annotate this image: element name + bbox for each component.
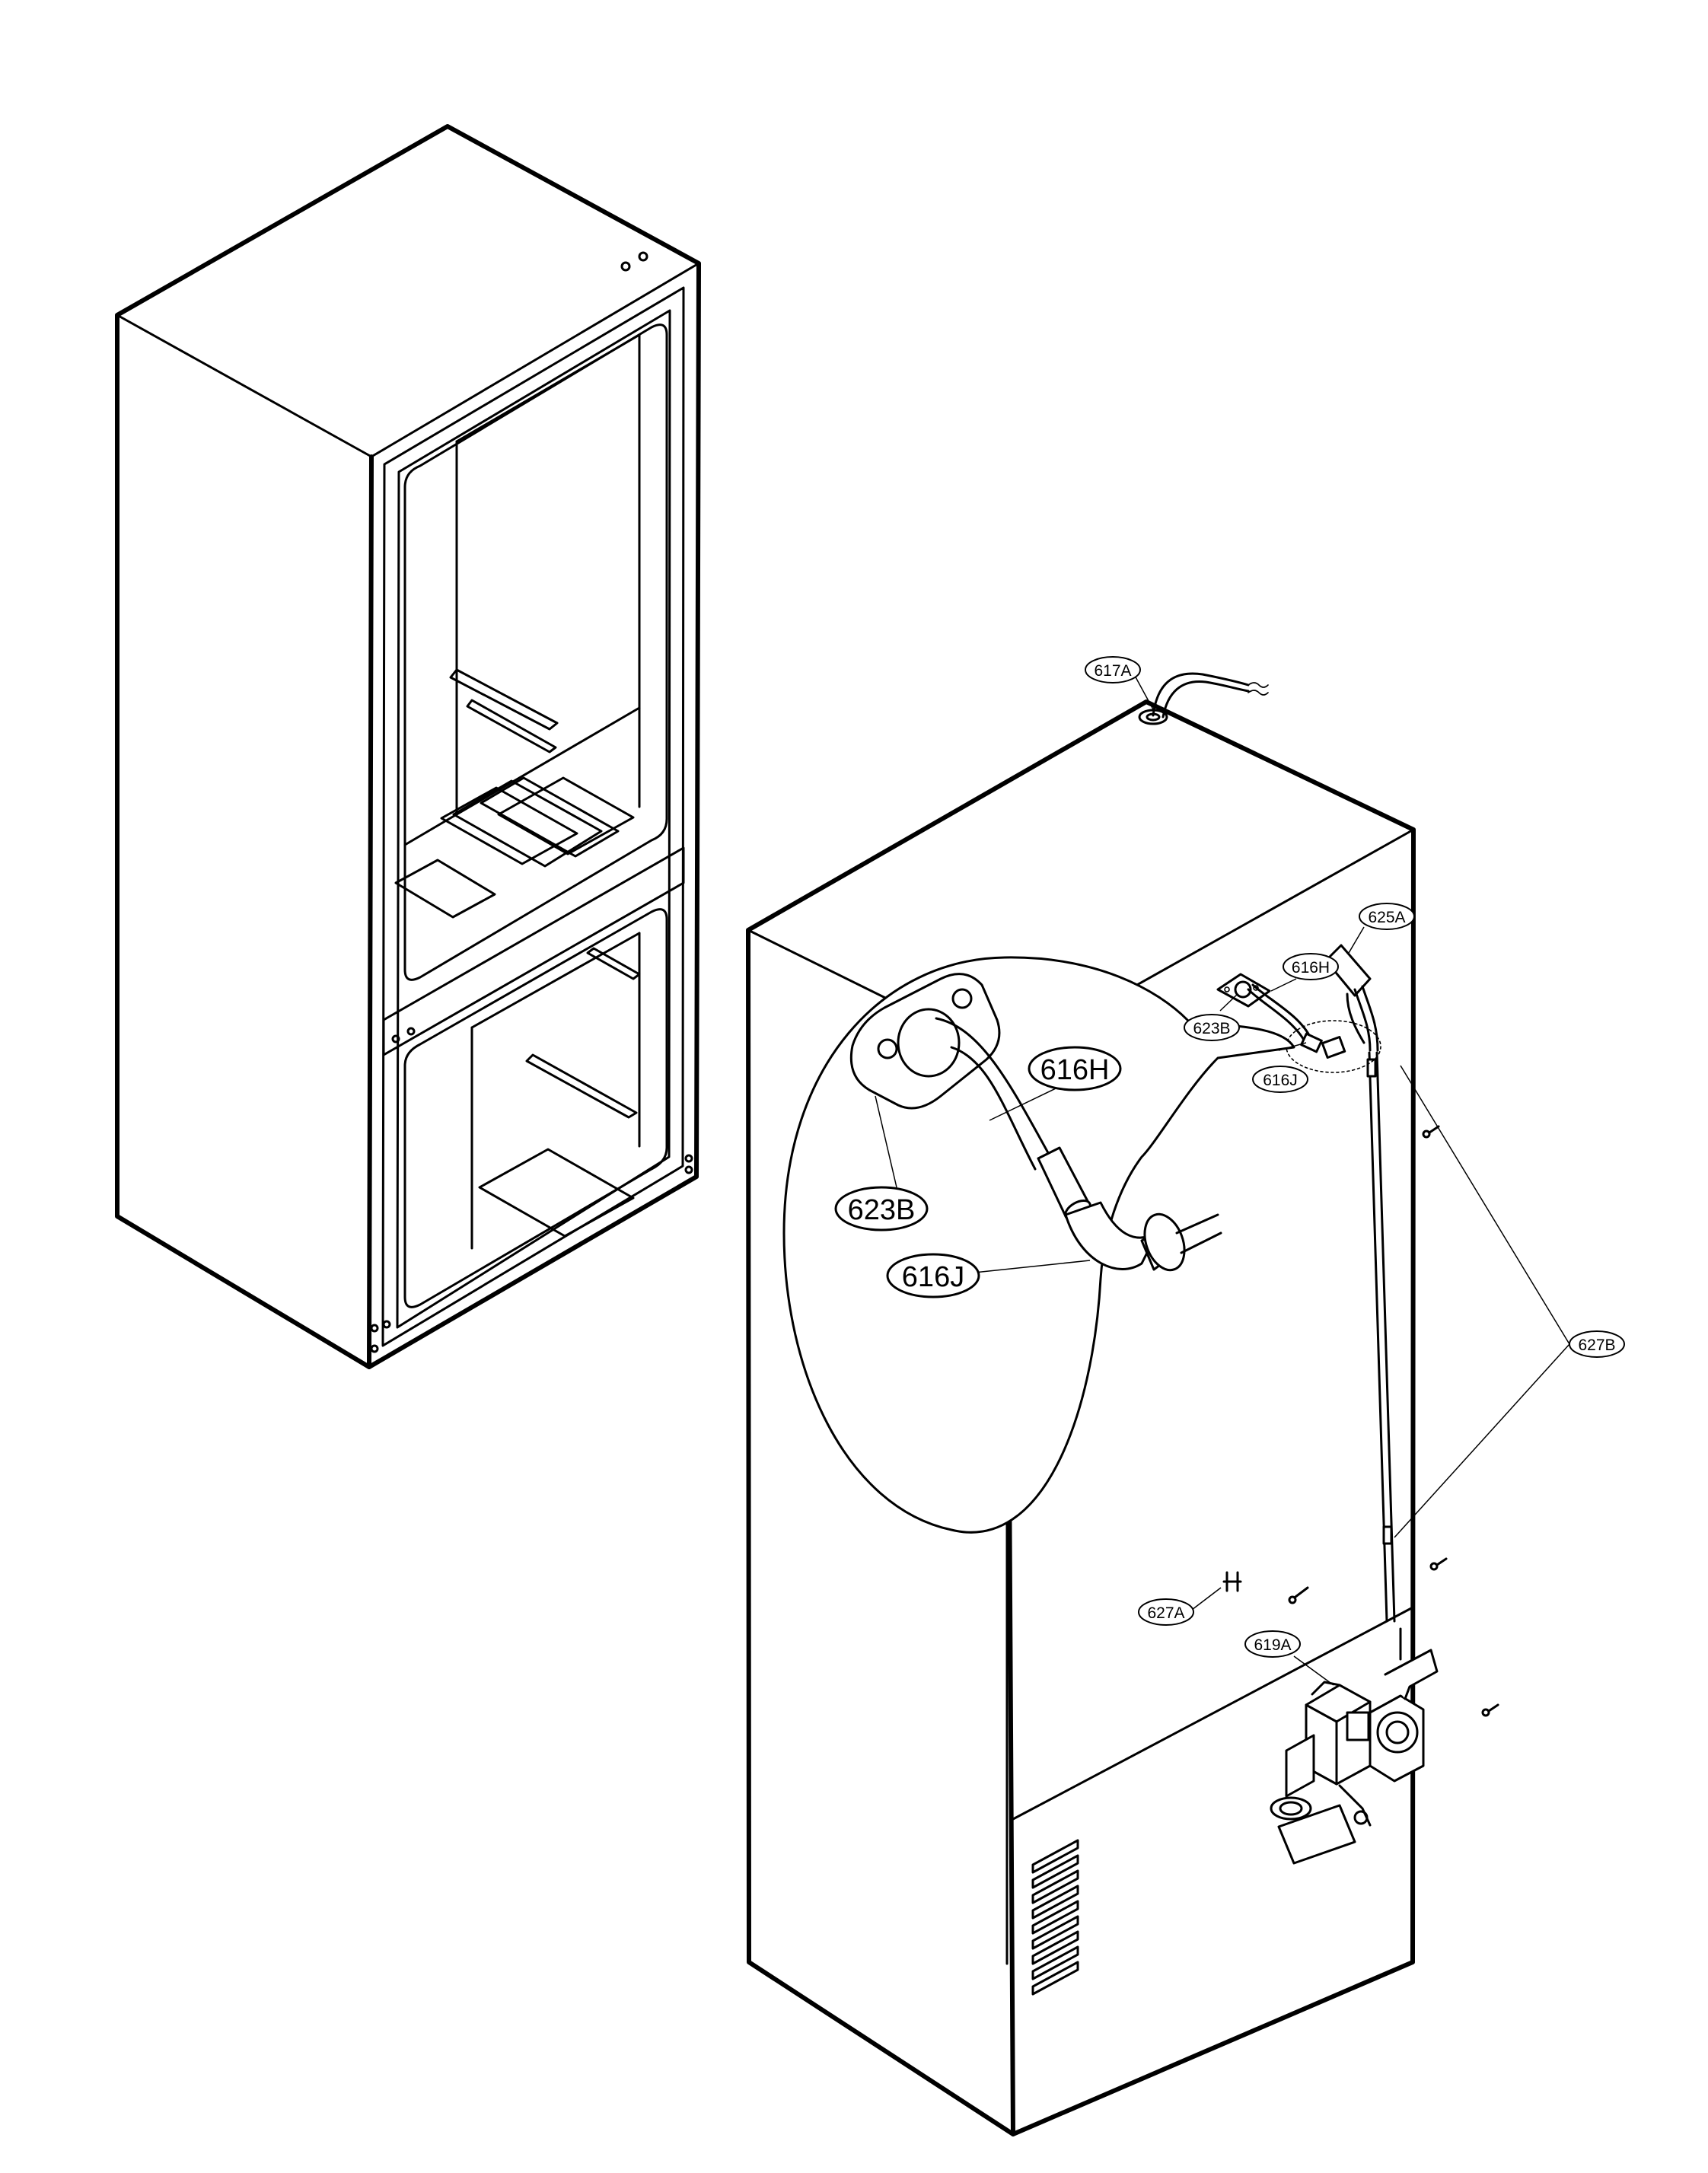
callout-617A: 617A [1085,656,1141,683]
detail-callout-623B: 623B [834,1186,929,1231]
detail-callout-623B-label: 623B [848,1194,916,1226]
leader-lines [875,674,1570,1686]
callout-627B-label: 627B [1578,1337,1615,1354]
callout-625A-label: 625A [1368,909,1405,926]
water-valve-619A [1270,1627,1439,1865]
callout-616J: 616J [1252,1066,1308,1093]
callout-623B-label: 623B [1193,1020,1230,1037]
detail-callout-616J: 616J [886,1253,980,1298]
rear-cabinet [746,672,1499,2136]
front-cabinet [115,124,701,1369]
callout-619A: 619A [1244,1630,1301,1658]
callout-623B: 623B [1184,1014,1240,1041]
callout-616H-label: 616H [1292,959,1330,977]
callout-627B: 627B [1569,1330,1625,1358]
fitting-623B [1216,973,1271,1008]
detail-magnified-view [782,956,1295,1534]
callout-616J-label: 616J [1263,1072,1298,1089]
callout-625A: 625A [1359,903,1415,930]
detail-callout-616H: 616H [1028,1046,1122,1091]
detail-callout-616H-label: 616H [1040,1054,1110,1086]
detail-callout-616J-label: 616J [902,1261,964,1293]
callout-617A-label: 617A [1094,662,1131,680]
callout-627A: 627A [1138,1598,1194,1626]
clip-627A [1222,1571,1242,1592]
rear-vents [1031,1839,1079,1996]
callout-616H: 616H [1283,953,1339,980]
callout-627A-label: 627A [1147,1604,1184,1622]
part-625A [1324,944,1379,1052]
callout-619A-label: 619A [1254,1636,1291,1654]
